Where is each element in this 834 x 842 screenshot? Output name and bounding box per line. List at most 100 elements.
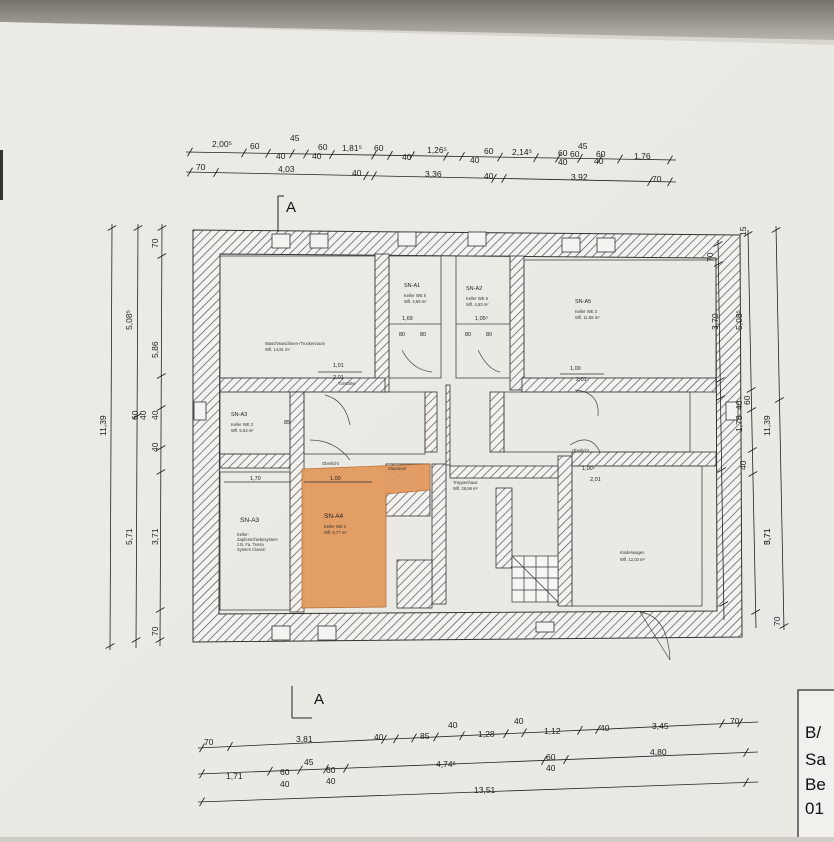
paper-edge-mark [0,150,3,200]
dimension-tick [667,155,673,165]
dim-lower-right-1: 1,00⁵ [582,465,595,472]
room-sn-a1-sub: Keller WE 6 [404,293,427,298]
bottom-dim-4: 85 [420,731,430,741]
bottom-dim-6: 1,28 [478,729,495,739]
left-inner-3: 40 [150,410,160,420]
top-row2-1: 70 [196,162,206,172]
dim-sn4-d: 1,00 [330,476,341,482]
dimension-lines [109,151,785,803]
bottom-dim-3: 40 [374,732,384,742]
dimension-tick [381,734,387,744]
dimension-tick [133,225,143,231]
bottom-row2-4: 45 [304,757,314,767]
dimension-tick [521,728,527,738]
bottom-dim-8: 1,12 [544,726,561,736]
top-dim-5: 40 [312,151,322,161]
dimension-tick [199,743,205,753]
paper-sheet [0,22,834,837]
bottom-row2-6: 40 [326,776,336,786]
dimension-tick [491,173,497,183]
section-label-top: A [286,199,296,216]
top-dim-6: 1,81⁵ [342,143,362,153]
top-dim-1: 2,00⁵ [212,139,232,149]
top-row2-7: 70 [652,174,662,184]
dimension-tick [563,754,569,765]
label-stauraum: Stauraum [388,466,407,471]
right-inner-5: 40 [738,460,748,470]
dim-a1-seg1: 80 [399,332,405,338]
bottom-row2-10: 4,80 [650,747,667,757]
dimension-tick [393,734,399,744]
left-inner-5: 40 [138,410,148,420]
label-oberlicht-2: Oberlicht [572,448,590,453]
dimension-tick [771,227,781,233]
dimension-tick [303,149,309,159]
dimension-tick [132,413,142,419]
left-inner-7: 3,71 [150,528,160,545]
dimension-tick [743,777,749,787]
right-inner-4: 40 [734,400,744,410]
top-shadow [0,0,834,40]
dimension-tick [343,763,349,773]
dimension-tick [157,253,167,259]
highlighted-room-sn-a4 [301,463,431,609]
dimension-tick [323,764,329,774]
dimension-tick [747,447,757,453]
dim-a1-seg2: 80 [420,332,426,338]
top-dim-15: 45 [578,141,588,151]
dimension-ticks [105,147,789,807]
dimension-tick [617,154,623,164]
room-sn-a1-name: SN-A1 [404,283,420,289]
dimension-tick [748,471,758,477]
dimension-tick [459,151,465,162]
windows [193,231,739,641]
top-dim-extra-2: 60 [596,149,606,159]
bottom-row2-3: 40 [280,779,290,789]
top-dimensions: 2,00⁵ 60 45 40 40 1,81⁵ 60 40 1,26⁵ 40 6… [196,133,662,184]
right-inner-7: 3,71 [762,528,772,545]
room-sn-a5-name: SN-A5 [575,299,591,305]
door-swings [309,349,671,661]
dimension-tick [533,153,539,163]
dim-sn3-h: 85 [284,420,290,426]
dimension-tick [747,407,757,413]
top-dim-16: 40 [594,156,604,166]
dimension-tick [187,167,193,177]
top-dim-extra-1: 60 [318,142,328,152]
section-marker-top: A [277,195,296,232]
dimension-tick [155,607,165,613]
dimension-tick [265,148,271,158]
left-outer: 11,39 [98,415,108,436]
right-inner-8: 70 [772,616,782,626]
room-labels: Waschmaschinen-/Trockenraum Wfl. 14,91 m… [231,283,646,562]
room-sn-a2-sub: Keller WE 5 [466,296,489,301]
label-wasch-area: Wfl. 14,91 m² [265,347,291,352]
dimension-tick [779,623,789,629]
top-dim-9: 1,26⁵ [427,145,447,155]
dimension-tick [501,173,507,184]
dimension-tick [329,149,335,159]
bottom-dim-11: 70 [730,716,740,726]
dim-a2-seg1: 80 [465,332,471,338]
top-dim-7: 60 [374,143,384,153]
dimension-tick [577,725,583,735]
dimension-tick [157,225,167,231]
top-row2-4: 3,36 [425,169,442,179]
dimension-tick [717,467,727,473]
dimension-tick [743,231,753,237]
dimension-tick [719,719,725,729]
dimension-tick [715,377,725,383]
bottom-dimensions: 70 3,81 40 85 40 1,28 40 1,12 40 3,45 70… [204,716,740,795]
top-row2-6: 3,92 [571,172,588,182]
right-mid-1: 5,08⁵ [734,310,744,330]
title-line-2: Sa [805,750,826,769]
right-inner-3: 1,78 [734,415,744,432]
dimension-tick [743,747,749,758]
dimension-tick [595,724,601,734]
top-row2-2: 4,03 [278,164,295,174]
dimension-tick [371,150,377,160]
dimension-tick [751,609,761,615]
right-dimensions: 11,39 5,08⁵ 5,71 70 3,70 1,78 40 40 60 3… [705,226,782,626]
